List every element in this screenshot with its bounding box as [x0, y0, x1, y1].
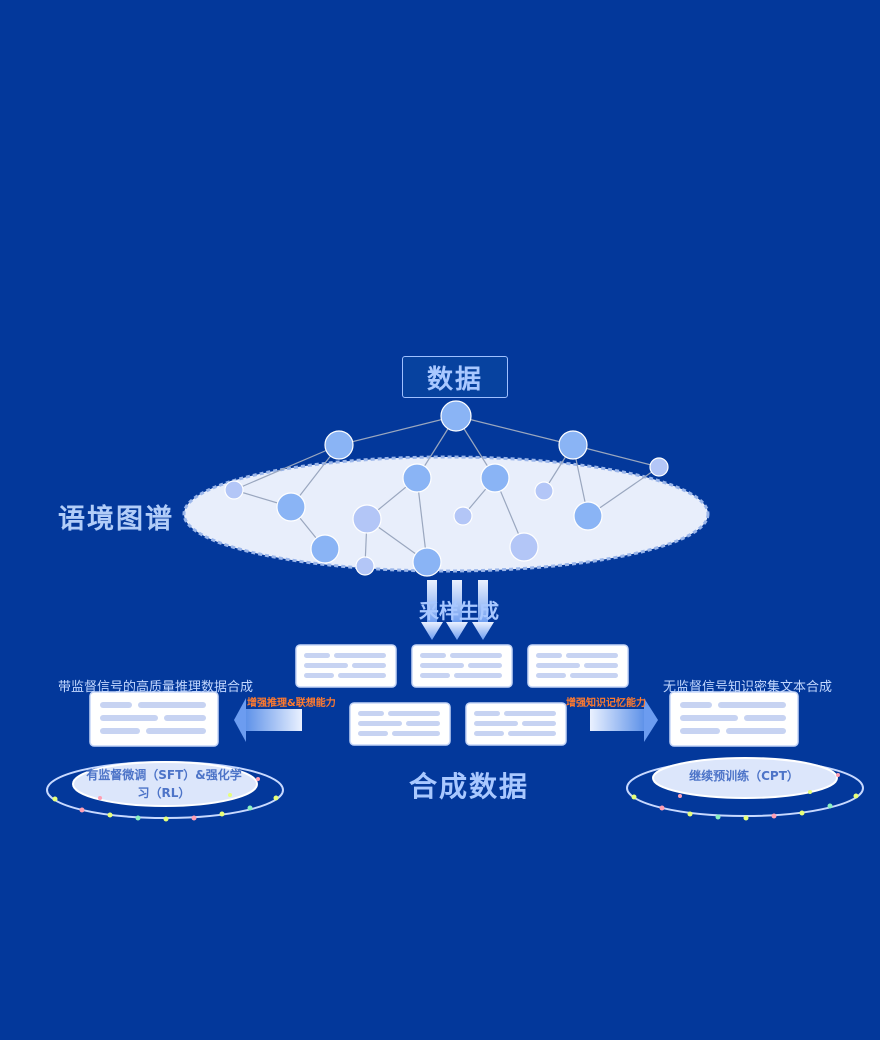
graph-node	[324, 430, 354, 460]
document-card-icon	[89, 691, 219, 747]
platform-ring-icon	[46, 761, 284, 822]
graph-node	[649, 457, 669, 477]
graph-node	[310, 534, 340, 564]
right-enhance-label: 增强知识记忆能力	[566, 698, 646, 709]
graph-nodes	[224, 400, 669, 577]
synthetic-data-label: 合成数据	[409, 770, 530, 803]
graph-node	[480, 463, 510, 493]
graph-node	[509, 532, 539, 562]
graph-node	[355, 556, 375, 576]
graph-node	[402, 463, 432, 493]
graph-node	[412, 547, 442, 577]
graph-node	[534, 481, 554, 501]
knowledge-graph-label: 语境图谱	[58, 504, 174, 535]
graph-node	[440, 400, 472, 432]
graph-node	[276, 492, 306, 522]
sft-rl-label: 有监督微调（SFT）&强化学习（RL）	[86, 768, 242, 800]
cpt-label: 继续预训练（CPT）	[689, 769, 799, 783]
right-caption: 无监督信号知识密集文本合成	[663, 680, 833, 695]
graph-node	[352, 504, 382, 534]
graph-node	[453, 506, 473, 526]
down-arrow-icon	[421, 580, 494, 640]
right-arrow-icon	[590, 698, 658, 742]
document-card-icon	[669, 691, 799, 747]
graph-node	[224, 480, 244, 500]
left-enhance-label: 增强推理&联想能力	[247, 698, 336, 709]
data-title: 数据	[402, 356, 508, 398]
left-caption: 带监督信号的高质量推理数据合成	[58, 680, 254, 695]
graph-ellipse	[182, 455, 710, 573]
sampling-label: 采样生成	[419, 599, 499, 623]
platform-ring-icon	[626, 757, 864, 821]
graph-node	[558, 430, 588, 460]
graph-node	[573, 501, 603, 531]
left-arrow-icon	[234, 698, 302, 742]
